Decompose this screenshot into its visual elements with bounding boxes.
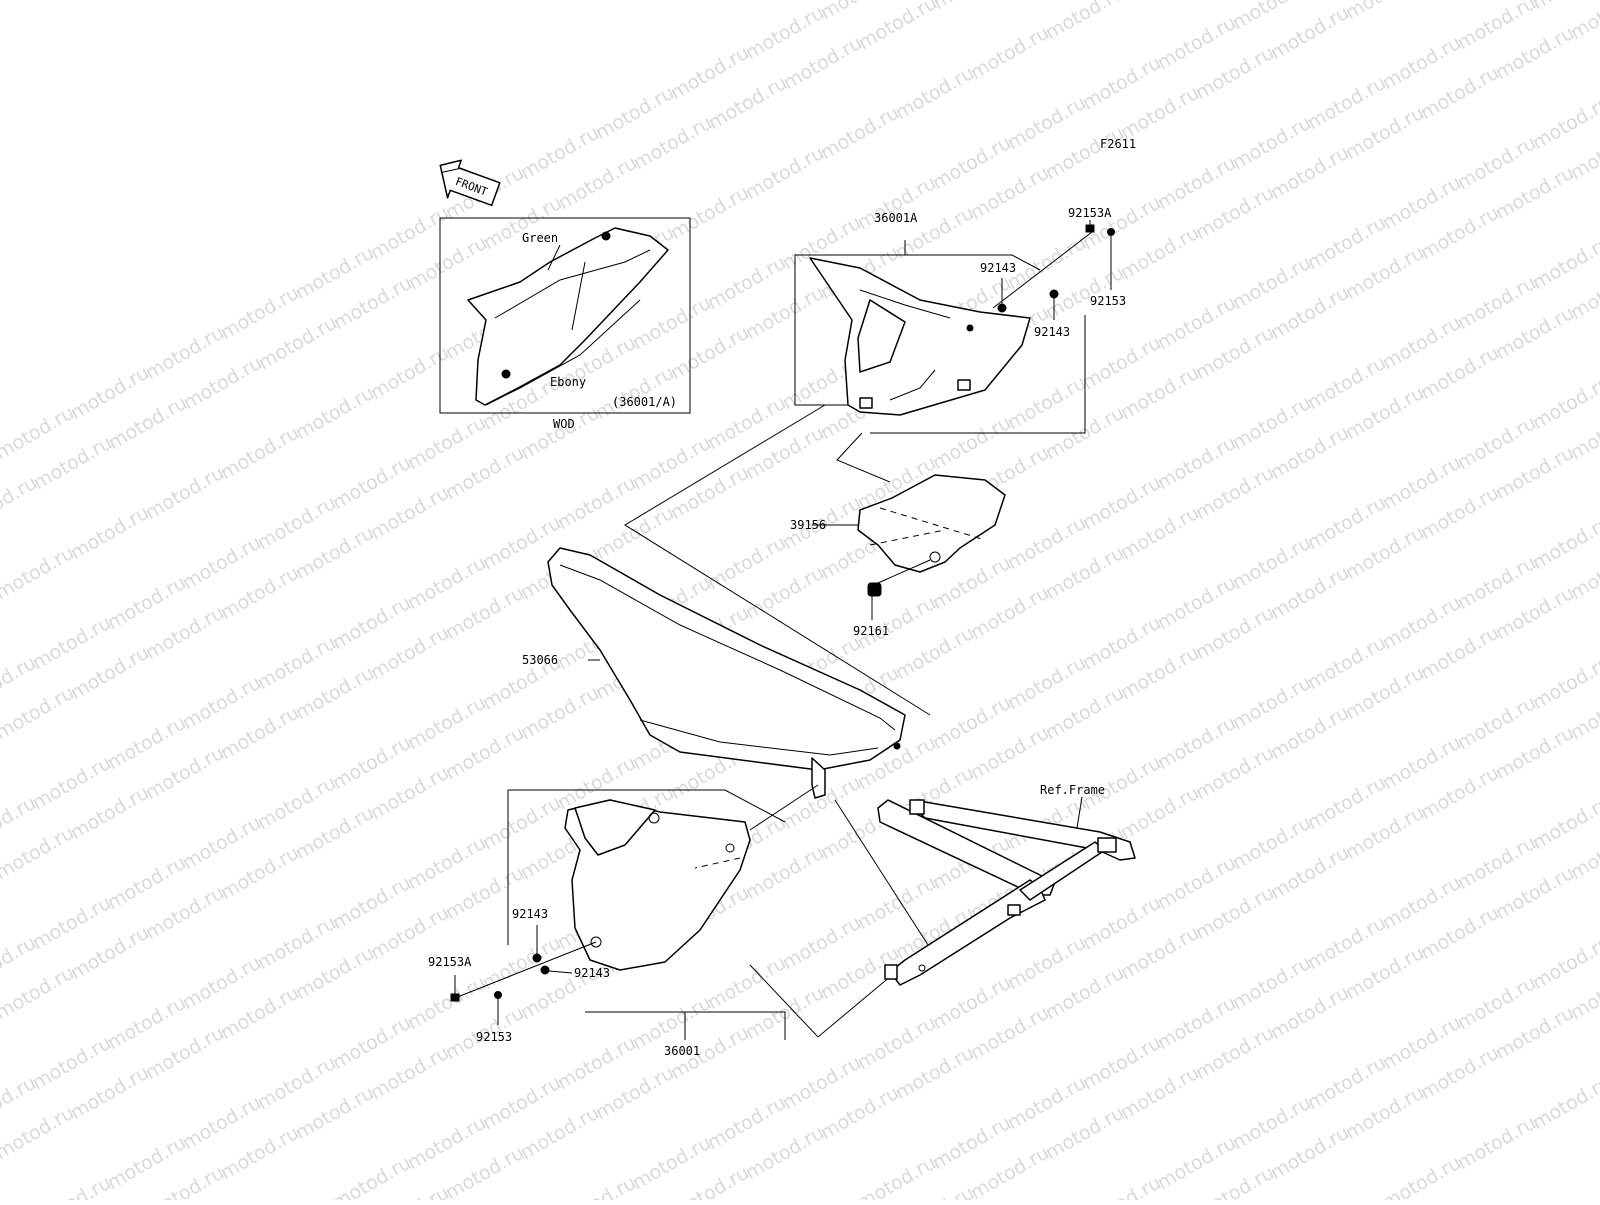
- inset-ref: (36001/A): [612, 395, 677, 409]
- watermark-text: motod.ru: [67, 502, 153, 565]
- grommet: [958, 380, 970, 390]
- callout-53066: 53066: [522, 653, 558, 667]
- callout-92143-bottom-b: 92143: [574, 966, 610, 980]
- collar-92143-bottom-a: [533, 954, 541, 962]
- watermark-text: motod.ru: [1529, 1072, 1600, 1135]
- callout-39156: 39156: [790, 518, 826, 532]
- watermark-text: motod.ru: [1529, 372, 1600, 435]
- callout-92153A-top: 92153A: [1068, 206, 1112, 220]
- callout-92153A-bottom: 92153A: [428, 955, 472, 969]
- watermark-text: motod.ru: [1529, 232, 1600, 295]
- watermark-text: motod.ru: [1379, 1152, 1465, 1200]
- callout-36001: 36001: [664, 1044, 700, 1058]
- watermark-text: motod.ru: [1117, 0, 1203, 4]
- callout-92153-bottom: 92153: [476, 1030, 512, 1044]
- watermark-text: motod.ru: [967, 22, 1053, 85]
- collar-92143-top-b: [1050, 290, 1058, 298]
- watermark-text: motod.ru: [742, 142, 828, 205]
- watermark-text: motod.ru: [29, 1172, 115, 1200]
- watermark-text: motod.ru: [1342, 0, 1428, 24]
- grommet: [860, 398, 872, 408]
- collar-92143-top-a: [998, 304, 1006, 312]
- watermark-text: motod.ru: [1529, 652, 1600, 715]
- watermark-text: motod.ru: [1529, 512, 1600, 575]
- watermark-text: motod.ru: [0, 822, 78, 885]
- watermark-text: motod.ru: [667, 182, 753, 245]
- callout-ref-frame: Ref.Frame: [1040, 783, 1105, 797]
- bolt-92153A-top: [1086, 225, 1094, 232]
- watermark-text: motod.ru: [0, 682, 78, 745]
- watermark-text: motod.ru: [1079, 1172, 1165, 1200]
- watermark-text: motod.ru: [1529, 792, 1600, 855]
- watermark-text: motod.ru: [1042, 0, 1128, 44]
- watermark-text: motod.ru: [892, 62, 978, 125]
- side-cover-left: 36001: [508, 790, 785, 1058]
- figure-code: F2611: [1100, 137, 1136, 151]
- watermark-text: motod.ru: [1454, 1112, 1540, 1175]
- watermark-text: motod.ru: [329, 1152, 415, 1200]
- collar-92143-bottom-b: [541, 966, 549, 974]
- bolt-92153A-bottom: [451, 994, 459, 1001]
- callout-92143-top-b: 92143: [1034, 325, 1070, 339]
- washer-92153-top: [1108, 229, 1115, 236]
- watermark-text: motod.ru: [142, 462, 228, 525]
- watermark-text: motod.ru: [554, 1172, 640, 1200]
- callout-92143-top-a: 92143: [980, 261, 1016, 275]
- inset-caption: WOD: [553, 417, 575, 431]
- watermark-text: motod.ru: [292, 382, 378, 445]
- inset-bolt-hole: [502, 370, 510, 378]
- callout-92161: 92161: [853, 624, 889, 638]
- watermark-text: motod.ru: [855, 0, 941, 54]
- inset-color-green: Green: [522, 231, 558, 245]
- watermark-text: motod.ru: [0, 542, 78, 605]
- watermark-text: motod.ru: [930, 0, 1016, 14]
- inset-color-ebony: Ebony: [550, 375, 586, 389]
- callout-36001A: 36001A: [874, 211, 918, 225]
- watermark-text: motod.ru: [0, 1102, 78, 1165]
- callout-92143-bottom-a: 92143: [512, 907, 548, 921]
- washer-92153-bottom: [495, 992, 502, 999]
- watermark-text: motod.ru: [217, 422, 303, 485]
- watermark-text: motod.ru: [1529, 92, 1600, 155]
- watermark-text: motod.ru: [817, 102, 903, 165]
- callout-92153-top: 92153: [1090, 294, 1126, 308]
- watermark-text: motod.ru: [0, 962, 78, 1025]
- watermark-text: motod.ru: [854, 1152, 940, 1200]
- inset-bolt-hole: [602, 232, 610, 240]
- watermark-text: motod.ru: [1529, 932, 1600, 995]
